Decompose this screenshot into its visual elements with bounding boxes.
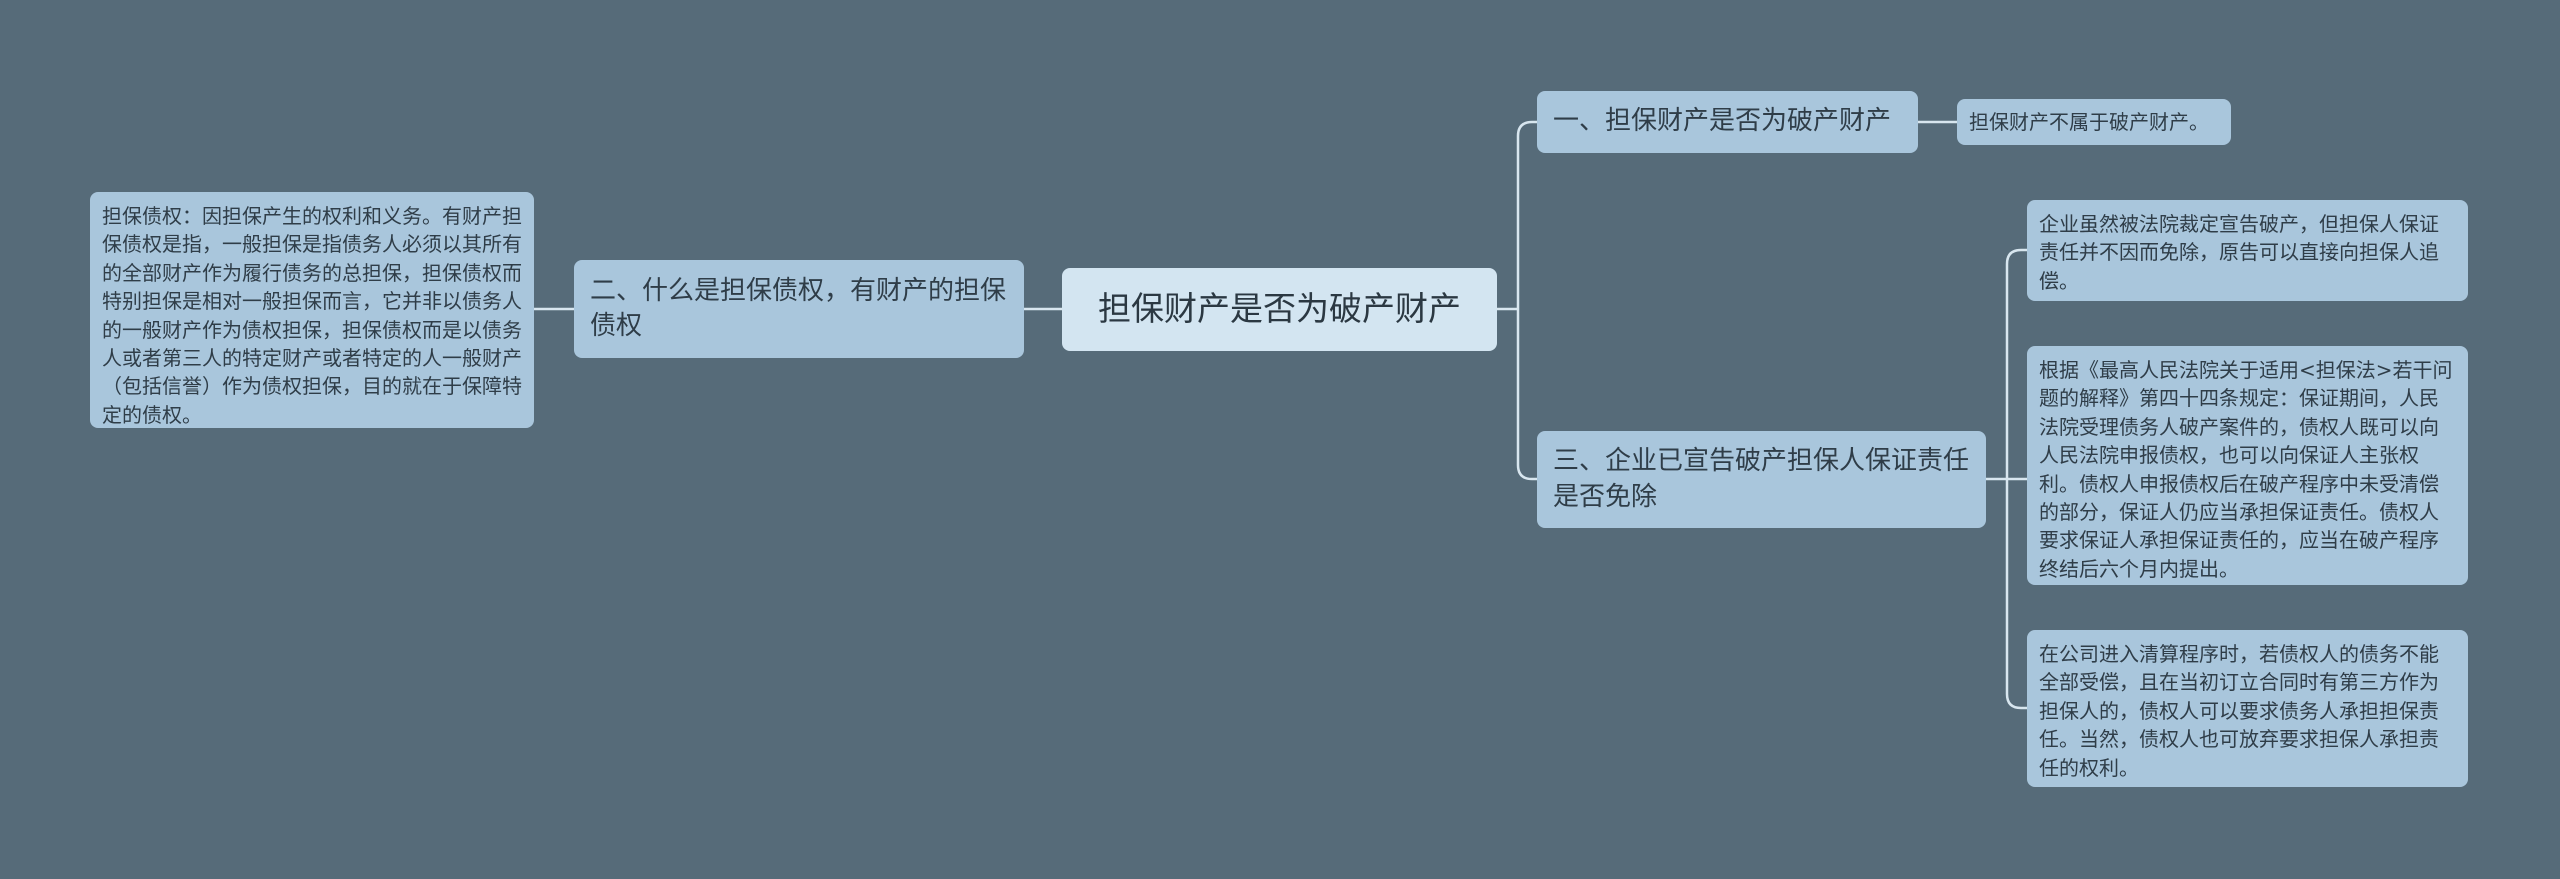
root-node[interactable]: 担保财产是否为破产财产 xyxy=(1062,268,1497,351)
connector-bracket-branch1 xyxy=(1516,120,1537,309)
branch-node-3[interactable]: 三、企业已宣告破产担保人保证责任是否免除 xyxy=(1537,431,1986,528)
connector-bracket-branch3 xyxy=(1516,309,1537,481)
leaf-node-3b[interactable]: 根据《最高人民法院关于适用<担保法>若干问题的解释》第四十四条规定：保证期间，人… xyxy=(2027,346,2468,585)
branch-node-2[interactable]: 二、什么是担保债权，有财产的担保债权 xyxy=(574,260,1024,358)
branch-node-1[interactable]: 一、担保财产是否为破产财产 xyxy=(1537,91,1918,153)
leaf-node-1[interactable]: 担保财产不属于破产财产。 xyxy=(1957,99,2231,145)
leaf-node-3c[interactable]: 在公司进入清算程序时，若债权人的债务不能全部受偿，且在当初订立合同时有第三方作为… xyxy=(2027,630,2468,787)
leaf-node-2[interactable]: 担保债权：因担保产生的权利和义务。有财产担保债权是指，一般担保是指债务人必须以其… xyxy=(90,192,534,428)
connector-branch3-leaf1 xyxy=(2005,248,2027,479)
leaf-node-3a[interactable]: 企业虽然被法院裁定宣告破产，但担保人保证责任并不因而免除，原告可以直接向担保人追… xyxy=(2027,200,2468,301)
connector-branch3-leaf3 xyxy=(2005,479,2027,710)
